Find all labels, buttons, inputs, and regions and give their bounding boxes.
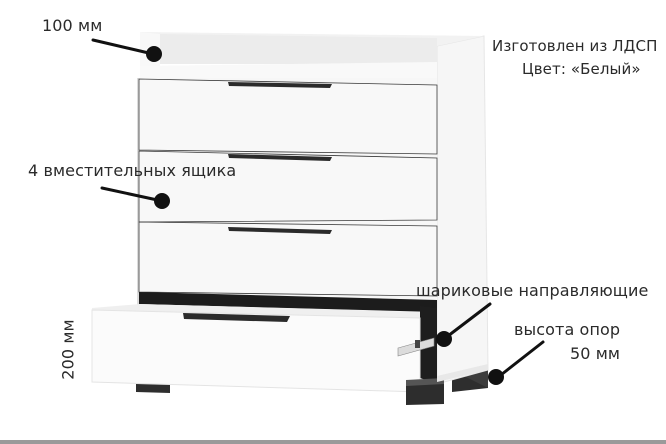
top-shelf: [140, 62, 437, 80]
callout-dot-drawers: [154, 193, 170, 209]
callout-dot-legs: [488, 369, 504, 385]
label-material: Изготовлен из ЛДСП: [492, 37, 658, 55]
callout-dot-slides: [436, 331, 452, 347]
handle-2: [228, 154, 332, 161]
top-rim-inner: [160, 34, 437, 64]
label-top-rim-height: 100 мм: [42, 16, 103, 35]
label-legs-height: высота опор: [514, 320, 621, 339]
handle-4: [183, 313, 290, 322]
drawer-4-open: [91, 304, 435, 393]
drawer-2: [138, 150, 438, 223]
handle-3: [228, 227, 332, 234]
drawer-1: [138, 78, 438, 155]
bottom-border: [0, 440, 666, 444]
label-color: Цвет: «Белый»: [522, 60, 641, 78]
drawer-3: [138, 221, 438, 297]
leg-front-left: [136, 384, 170, 393]
label-drawers: 4 вместительных ящика: [28, 161, 237, 180]
drawer-cavity: [139, 292, 437, 312]
label-slides: шариковые направляющие: [416, 281, 649, 300]
label-legs-value: 50 мм: [570, 344, 621, 363]
handle-1: [228, 82, 332, 88]
callout-dot-top-rim: [146, 46, 162, 62]
leg-front-right: [406, 378, 444, 405]
label-drawer-height: 200 мм: [58, 319, 78, 380]
callout-lines: [91, 38, 545, 380]
